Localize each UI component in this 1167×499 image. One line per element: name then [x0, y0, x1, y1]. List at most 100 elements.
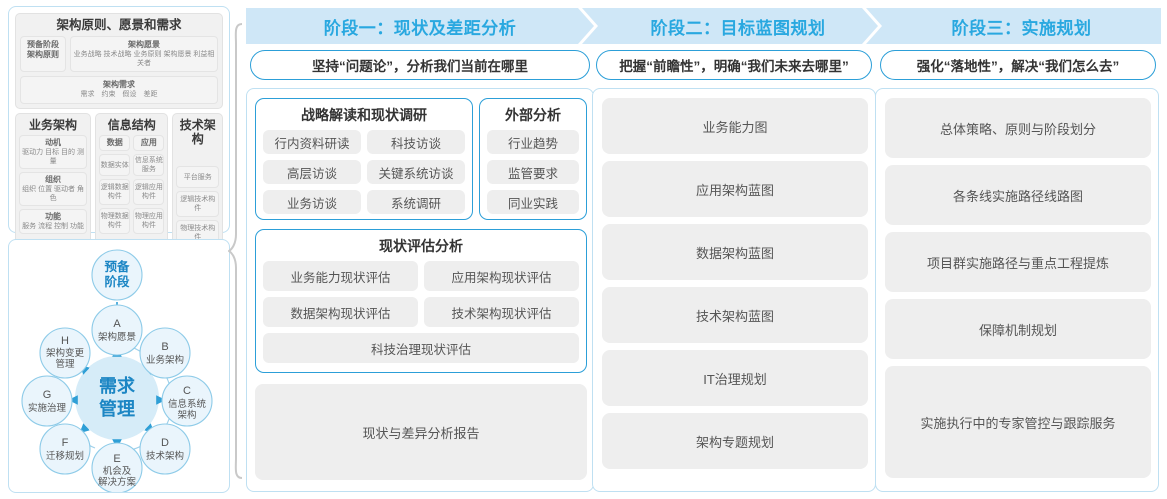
phase-3-item-list: 总体策略、原则与阶段划分 各条线实施路径线路图 项目群实施路径与重点工程提炼 保… [885, 98, 1151, 478]
chip-item[interactable]: 行内资料研读 [263, 130, 361, 154]
node-c[interactable] [161, 375, 213, 427]
chip-item[interactable]: 科技访谈 [367, 130, 465, 154]
node-b-key: B [161, 341, 168, 353]
cell-sub: 逻辑技术构件 [180, 196, 216, 212]
node-g-label: 实施治理 [28, 402, 67, 414]
phase-2-header-label: 阶段二：目标蓝图规划 [650, 18, 826, 38]
architecture-principles-section: 架构原则、愿景和需求 预备阶段 架构原则 架构愿景 业务战略 技术战略 业务原则… [15, 13, 223, 109]
node-prep-label2: 阶段 [104, 274, 130, 289]
node-f-label: 迁移规划 [46, 450, 84, 462]
chip-item[interactable]: 监管要求 [487, 160, 579, 184]
data-heading-cell: 数据 [99, 135, 131, 151]
node-h-label1: 架构变更 [46, 347, 85, 359]
cell-heading: 功能 [45, 212, 62, 221]
data-item: 物理数据构件 [99, 208, 131, 234]
cell-heading: 组织 [45, 175, 62, 184]
list-item[interactable]: 业务能力图 [602, 98, 868, 154]
cell-sub: 组织 位置 驱动者 角色 [22, 186, 84, 202]
chip-item[interactable]: 业务访谈 [263, 190, 361, 214]
list-item[interactable]: 保障机制规划 [885, 299, 1151, 359]
cell-heading: 动机 [45, 138, 62, 147]
card-external-analysis: 外部分析 行业趋势 监管要求 同业实践 [479, 98, 587, 220]
organization-cell: 组织 组织 位置 驱动者 角色 [19, 172, 88, 206]
cell-heading: 数据 [106, 138, 123, 147]
application-subcolumn: 应用 信息系统服务 逻辑应用构件 物理应用构件 [133, 135, 165, 234]
chip-gap-analysis-report[interactable]: 现状与差异分析报告 [255, 384, 587, 480]
list-item[interactable]: 项目群实施路径与重点工程提炼 [885, 232, 1151, 292]
left-column: 架构原则、愿景和需求 预备阶段 架构原则 架构愿景 业务战略 技术战略 业务原则… [8, 6, 230, 493]
prep-phase-cell: 预备阶段 架构原则 [20, 36, 66, 72]
chip-item[interactable]: 系统调研 [367, 190, 465, 214]
cell-sub: 服务 流程 控制 功能 [22, 223, 84, 230]
node-h-key: H [61, 335, 69, 347]
node-f[interactable] [39, 423, 91, 475]
tech-item: 逻辑技术构件 [176, 191, 219, 217]
adm-cycle-diagram: 需求 管理 预备 阶段 [21, 249, 213, 492]
list-item[interactable]: 架构专题规划 [602, 413, 868, 469]
phase-3-subtitle: 强化“落地性”，解决“我们怎么去” [880, 50, 1156, 80]
node-a[interactable] [91, 304, 143, 356]
phase-2-subtitle: 把握“前瞻性”，明确“我们未来去哪里” [596, 50, 872, 80]
cell-sub: 逻辑应用构件 [134, 184, 163, 200]
chip-item[interactable]: 业务能力现状评估 [263, 261, 418, 291]
column-title: 信息结构 [107, 118, 156, 132]
phase-3-header-shape [866, 8, 1161, 44]
phase-1-subtitle: 坚持“问题论”，分析我们当前在哪里 [250, 50, 590, 80]
list-item[interactable]: 实施执行中的专家管控与跟踪服务 [885, 366, 1151, 478]
column-title: 技术架构 [179, 118, 216, 146]
list-item[interactable]: 各条线实施路径线路图 [885, 165, 1151, 225]
prep-phase-sub: 架构原则 [27, 50, 59, 59]
phase-2-header: 阶段二：目标蓝图规划 [582, 8, 878, 44]
chip-item[interactable]: 应用架构现状评估 [424, 261, 579, 291]
chip-item[interactable]: 技术架构现状评估 [424, 297, 579, 327]
center-label-line1: 需求 [99, 375, 136, 396]
list-item[interactable]: 应用架构蓝图 [602, 161, 868, 217]
chip-item[interactable]: 行业趋势 [487, 130, 579, 154]
node-e[interactable] [91, 442, 143, 492]
node-f-key: F [62, 437, 69, 449]
list-item[interactable]: 数据架构蓝图 [602, 224, 868, 280]
cell-sub: 逻辑数据构件 [100, 184, 129, 200]
node-b[interactable] [139, 327, 191, 379]
cell-heading: 应用 [140, 138, 157, 147]
card-current-state-assessment: 现状评估分析 业务能力现状评估 应用架构现状评估 数据架构现状评估 技术架构现状… [255, 229, 587, 373]
node-d[interactable] [139, 423, 191, 475]
list-item[interactable]: 技术架构蓝图 [602, 287, 868, 343]
node-e-key: E [113, 453, 120, 465]
node-d-key: D [161, 437, 169, 449]
node-a-key: A [113, 318, 121, 330]
chip-item[interactable]: 高层访谈 [263, 160, 361, 184]
cell-sub: 物理技术构件 [180, 225, 216, 241]
vision-sub: 业务战略 技术战略 业务原则 架构愿景 利益相关者 [73, 51, 215, 67]
information-structure-column: 信息结构 数据 数据实体 逻辑数据构件 [95, 113, 169, 251]
brace-connector [228, 23, 243, 479]
technology-architecture-column: 技术架构 平台服务 逻辑技术构件 物理技术构件 [172, 113, 223, 251]
column-title: 业务架构 [29, 118, 78, 132]
chip-item[interactable]: 同业实践 [487, 190, 579, 214]
chip-item[interactable]: 关键系统访谈 [367, 160, 465, 184]
card-strategy-research: 战略解读和现状调研 行内资料研读 科技访谈 高层访谈 关键系统访谈 业务访谈 系… [255, 98, 473, 220]
vision-title: 架构愿景 [128, 40, 160, 49]
chip-item[interactable]: 科技治理现状评估 [263, 333, 579, 363]
phase-1-header-shape [246, 8, 594, 44]
card-title: 现状评估分析 [379, 238, 463, 254]
motivation-cell: 动机 驱动力 目标 目的 测量 [19, 135, 88, 169]
cell-sub: 驱动力 目标 目的 测量 [22, 149, 84, 165]
phase-3-body: 总体策略、原则与阶段划分 各条线实施路径线路图 项目群实施路径与重点工程提炼 保… [875, 88, 1159, 492]
node-prep-phase[interactable] [91, 249, 143, 301]
architecture-vision-cell: 架构愿景 业务战略 技术战略 业务原则 架构愿景 利益相关者 [70, 36, 218, 72]
data-item: 逻辑数据构件 [99, 179, 131, 205]
node-g[interactable] [21, 375, 73, 427]
node-h[interactable] [39, 327, 91, 379]
chip-item[interactable]: 数据架构现状评估 [263, 297, 418, 327]
tech-item: 平台服务 [176, 166, 219, 188]
list-item[interactable]: IT治理规划 [602, 350, 868, 406]
cell-sub: 数据实体 [100, 161, 129, 169]
application-item: 逻辑应用构件 [133, 179, 165, 205]
function-cell: 功能 服务 流程 控制 功能 [19, 209, 88, 234]
phase-3-header-label: 阶段三：实施规划 [951, 18, 1092, 38]
requirements-sub: 需求 约束 假设 差距 [80, 91, 158, 98]
node-d-label: 技术架构 [146, 450, 184, 462]
architecture-requirements-cell: 架构需求 需求 约束 假设 差距 [20, 76, 218, 104]
list-item[interactable]: 总体策略、原则与阶段划分 [885, 98, 1151, 158]
